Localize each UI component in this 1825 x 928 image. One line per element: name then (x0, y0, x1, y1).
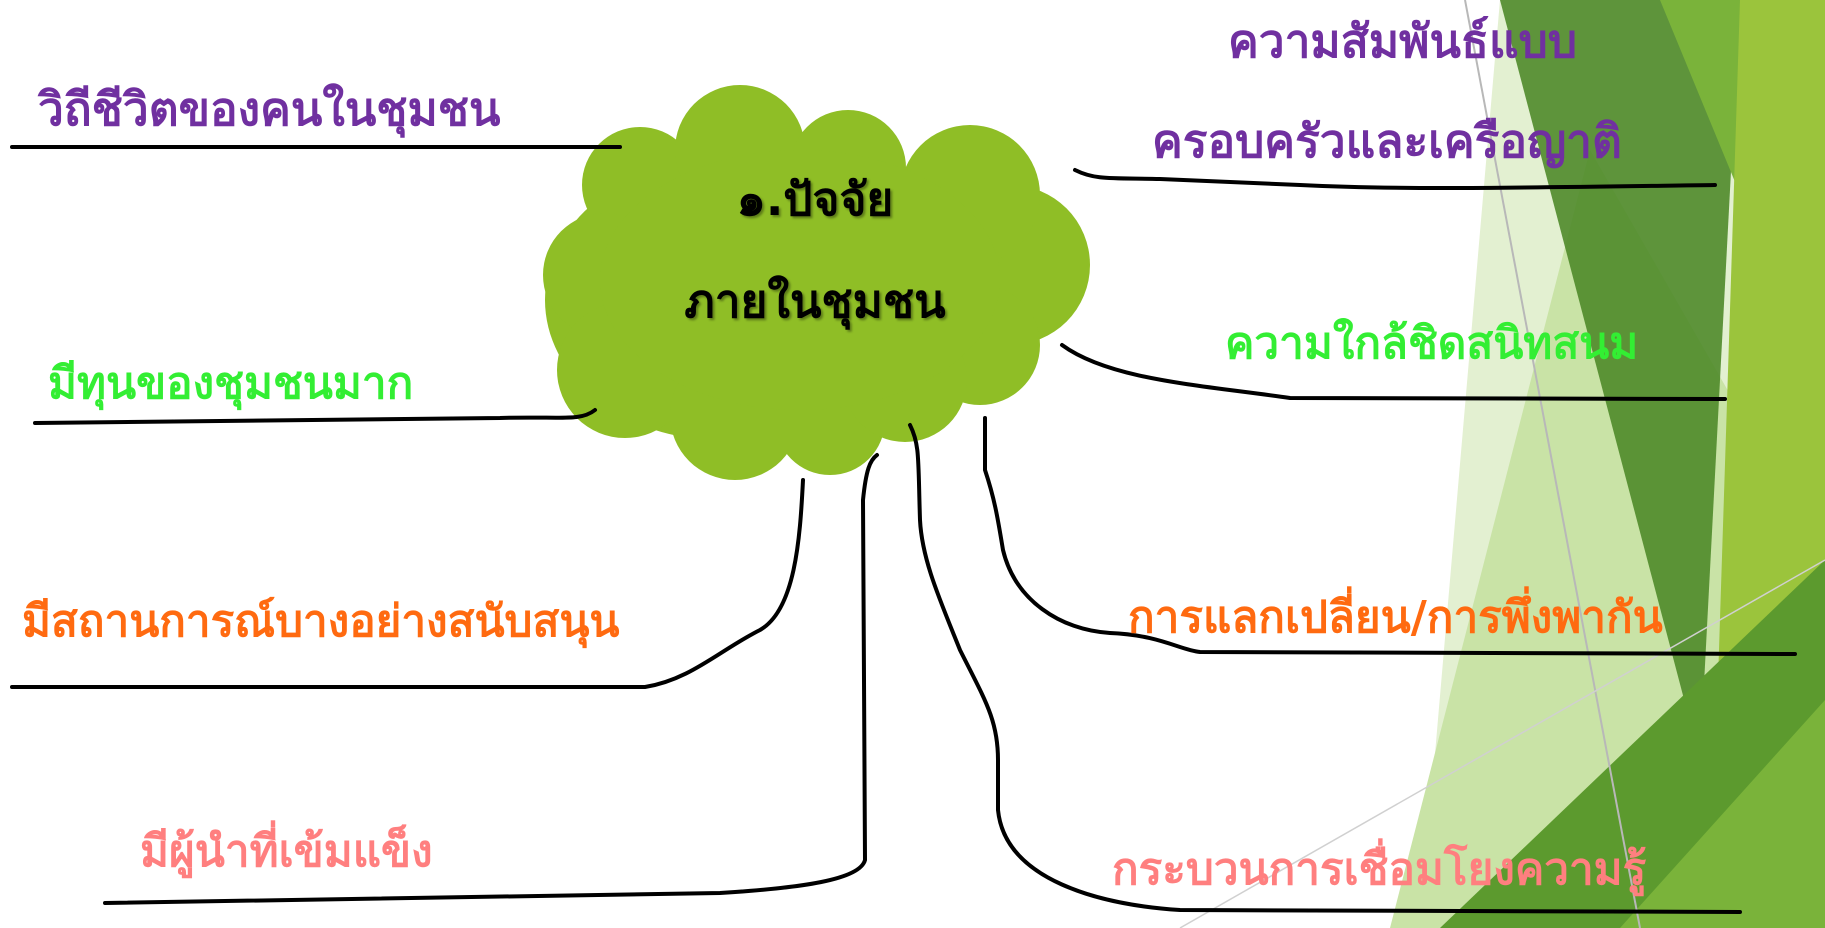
connector-left-4 (103, 453, 879, 905)
connector-right-3 (983, 416, 1797, 656)
branch-label-family-relation-line-2: ครอบครัวและเครือญาติ (1152, 114, 1622, 168)
center-topic-line-2: ภายในชุมชน (684, 274, 946, 328)
cloud-puff (600, 150, 1000, 410)
connector-right-4 (908, 423, 1742, 914)
connector-left-3 (10, 478, 805, 689)
deco-thin-line-2 (1179, 559, 1825, 928)
branch-label-family-relation-line-1: ความสัมพันธ์แบบ (1228, 14, 1578, 68)
center-topic-line-1: ๑.ปัจจัย (736, 172, 894, 226)
branch-label-exchange: การแลกเปลี่ยน/การพึ่งพากัน (1128, 592, 1663, 643)
deco-dark-triangle (1500, 0, 1740, 760)
branch-label-way-of-life: วิถีชีวิตของคนในชุมชน (38, 82, 501, 136)
connector-right-1 (1073, 168, 1717, 191)
branch-label-knowledge-linking: กระบวนการเชื่อมโยงความรู้ (1112, 844, 1647, 895)
branch-label-supporting-situation: มีสถานการณ์บางอย่างสนับสนุน (22, 596, 620, 647)
deco-thin-line (1464, 0, 1641, 928)
connector-right-2 (1060, 343, 1727, 401)
branch-label-strong-leader: มีผู้นำที่เข้มแข็ง (140, 826, 433, 877)
branch-label-community-capital: มีทุนของชุมชนมาก (48, 358, 414, 409)
deco-bottom-mid (1620, 700, 1825, 928)
connector-left-2 (33, 408, 597, 425)
branch-label-closeness: ความใกล้ชิดสนิทสนม (1225, 318, 1639, 369)
